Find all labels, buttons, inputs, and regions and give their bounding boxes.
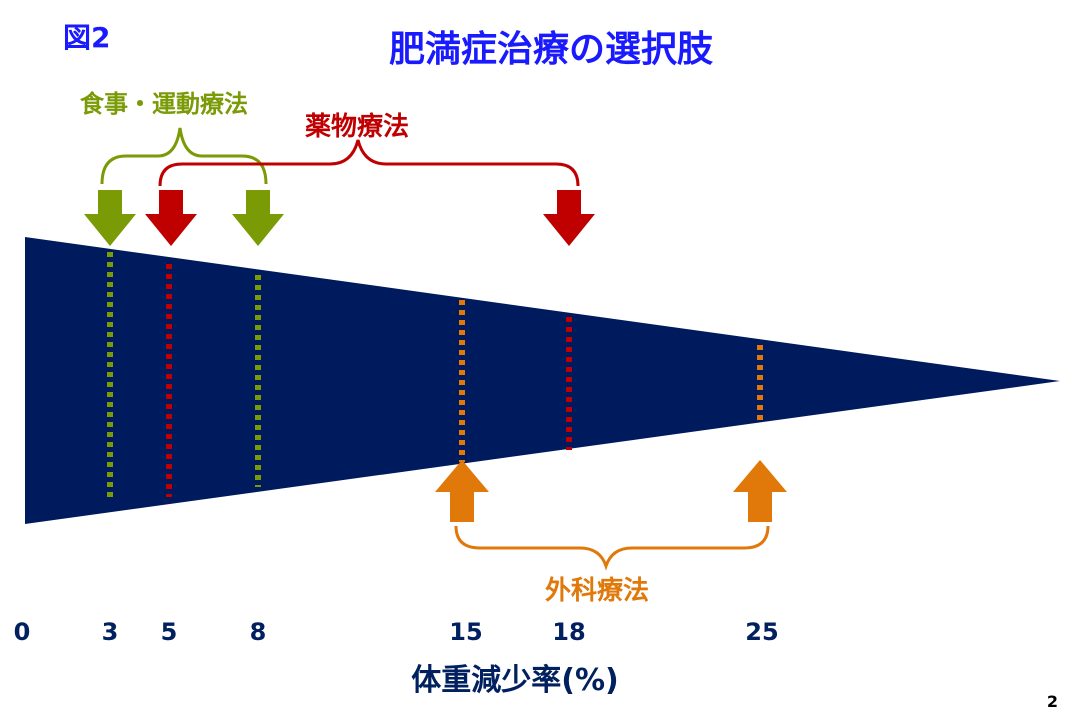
page-title: 肥満症治療の選択肢 <box>388 29 713 70</box>
tick-label: 8 <box>249 618 267 646</box>
tick-label: 15 <box>449 618 483 646</box>
label-diet-exercise: 食事・運動療法 <box>80 90 248 118</box>
figure-label: 図2 <box>63 21 111 54</box>
arrow-down-5 <box>145 190 197 246</box>
arrow-down-18 <box>543 190 595 246</box>
tick-label: 3 <box>101 618 119 646</box>
tick-label: 18 <box>552 618 586 646</box>
label-drug-therapy: 薬物療法 <box>305 112 410 142</box>
page-number: 2 <box>1046 692 1058 711</box>
brace-drug <box>158 139 580 187</box>
arrow-up-25 <box>733 460 787 522</box>
brace-surgery <box>454 525 770 571</box>
arrow-down-3 <box>84 190 136 246</box>
tick-label: 25 <box>745 618 779 646</box>
tick-label: 0 <box>13 618 31 646</box>
brace-diet-exercise <box>100 127 268 185</box>
x-axis-label: 体重減少率(%) <box>411 663 619 698</box>
arrow-down-8 <box>232 190 284 246</box>
weight-loss-wedge <box>25 237 1060 524</box>
label-surgery: 外科療法 <box>545 576 650 606</box>
arrow-up-15 <box>435 460 489 522</box>
tick-label: 5 <box>160 618 178 646</box>
